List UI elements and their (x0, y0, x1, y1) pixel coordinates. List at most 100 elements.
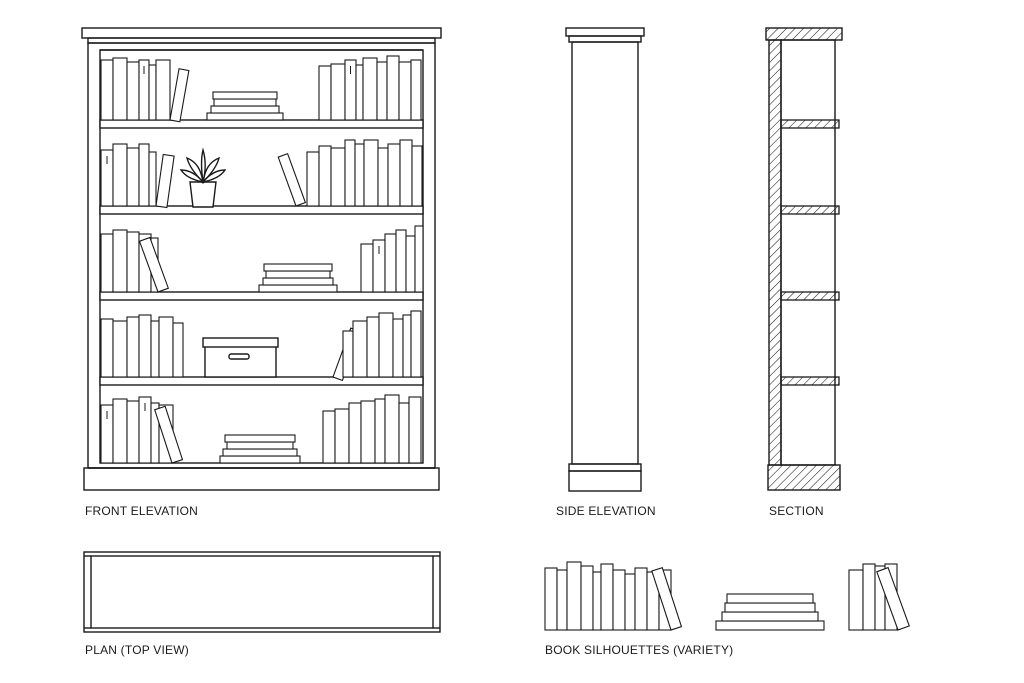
side-base (568, 470, 642, 492)
book-spine (148, 64, 157, 121)
leaning-book (154, 405, 184, 464)
stacked-book (265, 270, 331, 279)
side-crown (565, 27, 645, 37)
stacked-book (213, 98, 277, 107)
book-spine (355, 64, 364, 121)
book-spine (126, 400, 140, 464)
silhouette-books (544, 561, 910, 631)
book-silhouettes-label: BOOK SILHOUETTES (VARIETY) (545, 643, 734, 657)
side-elevation (565, 27, 645, 492)
book-spine (112, 143, 128, 207)
book-spine (566, 561, 582, 631)
section-base-cut (767, 464, 841, 491)
book-spine (634, 567, 648, 631)
stacked-book (226, 441, 294, 450)
book-spine (112, 57, 128, 121)
book-spine (384, 233, 397, 293)
shelf-board (99, 205, 424, 215)
section-shelf-cut (780, 119, 840, 129)
stacked-book (724, 602, 816, 613)
plan-view (83, 551, 441, 633)
stacked-book (206, 112, 284, 121)
leaning-book (277, 153, 307, 207)
book-spine (100, 233, 114, 293)
book-spine (384, 394, 400, 464)
book-spine (392, 318, 404, 378)
book-spine (172, 322, 184, 378)
section-shelves (780, 119, 840, 386)
book-spine (408, 396, 422, 464)
book-spine (158, 316, 174, 378)
book-spine (362, 57, 378, 121)
book-spine (402, 314, 412, 378)
shelf-board (99, 119, 424, 129)
book-spine (318, 145, 332, 207)
book-spine (330, 63, 346, 121)
section-back-panel (768, 39, 782, 466)
book-spine (612, 569, 626, 631)
stacked-book (224, 434, 296, 443)
book-spine (342, 330, 354, 378)
book-spine (556, 569, 568, 631)
leaning-book (138, 236, 170, 293)
book-spine (387, 143, 401, 207)
book-spine (398, 402, 410, 464)
book-spine (398, 61, 412, 121)
leaning-book (169, 68, 190, 123)
side-elevation-label: SIDE ELEVATION (556, 504, 656, 518)
crown-molding (81, 27, 442, 39)
stacked-book (258, 284, 338, 293)
book-spine (376, 61, 388, 121)
book-spine (126, 231, 140, 293)
book-spine (138, 143, 150, 207)
book-spine (352, 320, 368, 378)
shelf-board (99, 291, 424, 301)
section-label: SECTION (769, 504, 824, 518)
book-spine (410, 310, 422, 378)
book-spine (374, 398, 386, 464)
stacked-book (262, 277, 334, 286)
leaning-book (651, 566, 683, 631)
book-spine (126, 61, 140, 121)
book-spine (306, 151, 320, 207)
book-spine (360, 400, 376, 464)
book-spine (399, 139, 413, 207)
section-top-cut (765, 27, 843, 41)
book-spine (378, 312, 394, 378)
book-spine (126, 147, 140, 207)
section-interior (780, 39, 836, 466)
shelf-board (99, 376, 424, 386)
book-spine (148, 151, 157, 207)
book-spine (592, 571, 602, 631)
book-spine (344, 139, 356, 207)
book-spine (354, 143, 365, 207)
front-elevation (81, 27, 442, 491)
front-books (100, 55, 424, 464)
plan-label: PLAN (TOP VIEW) (85, 643, 189, 657)
book-spine (155, 59, 171, 121)
book-spine (862, 563, 876, 631)
book-spine (138, 314, 152, 378)
stacked-book (222, 448, 298, 457)
book-spine (126, 316, 140, 378)
stacked-book (219, 455, 301, 464)
stacked-book (726, 593, 814, 604)
front-shelves (99, 119, 424, 386)
book-spine (600, 563, 614, 631)
leaning-book (155, 153, 175, 209)
book-spine (395, 229, 407, 293)
stacked-book (721, 611, 819, 622)
book-spine (848, 569, 864, 631)
stacked-book (212, 91, 278, 100)
book-silhouettes (544, 561, 910, 631)
book-spine (112, 229, 128, 293)
section-shelf-cut (780, 205, 840, 215)
crown-lower-strip (87, 37, 436, 44)
book-spine (624, 573, 636, 631)
stacked-book (210, 105, 280, 114)
book-spine (410, 59, 422, 121)
book-spine (330, 147, 346, 207)
silhouette-book-stack (715, 593, 825, 631)
